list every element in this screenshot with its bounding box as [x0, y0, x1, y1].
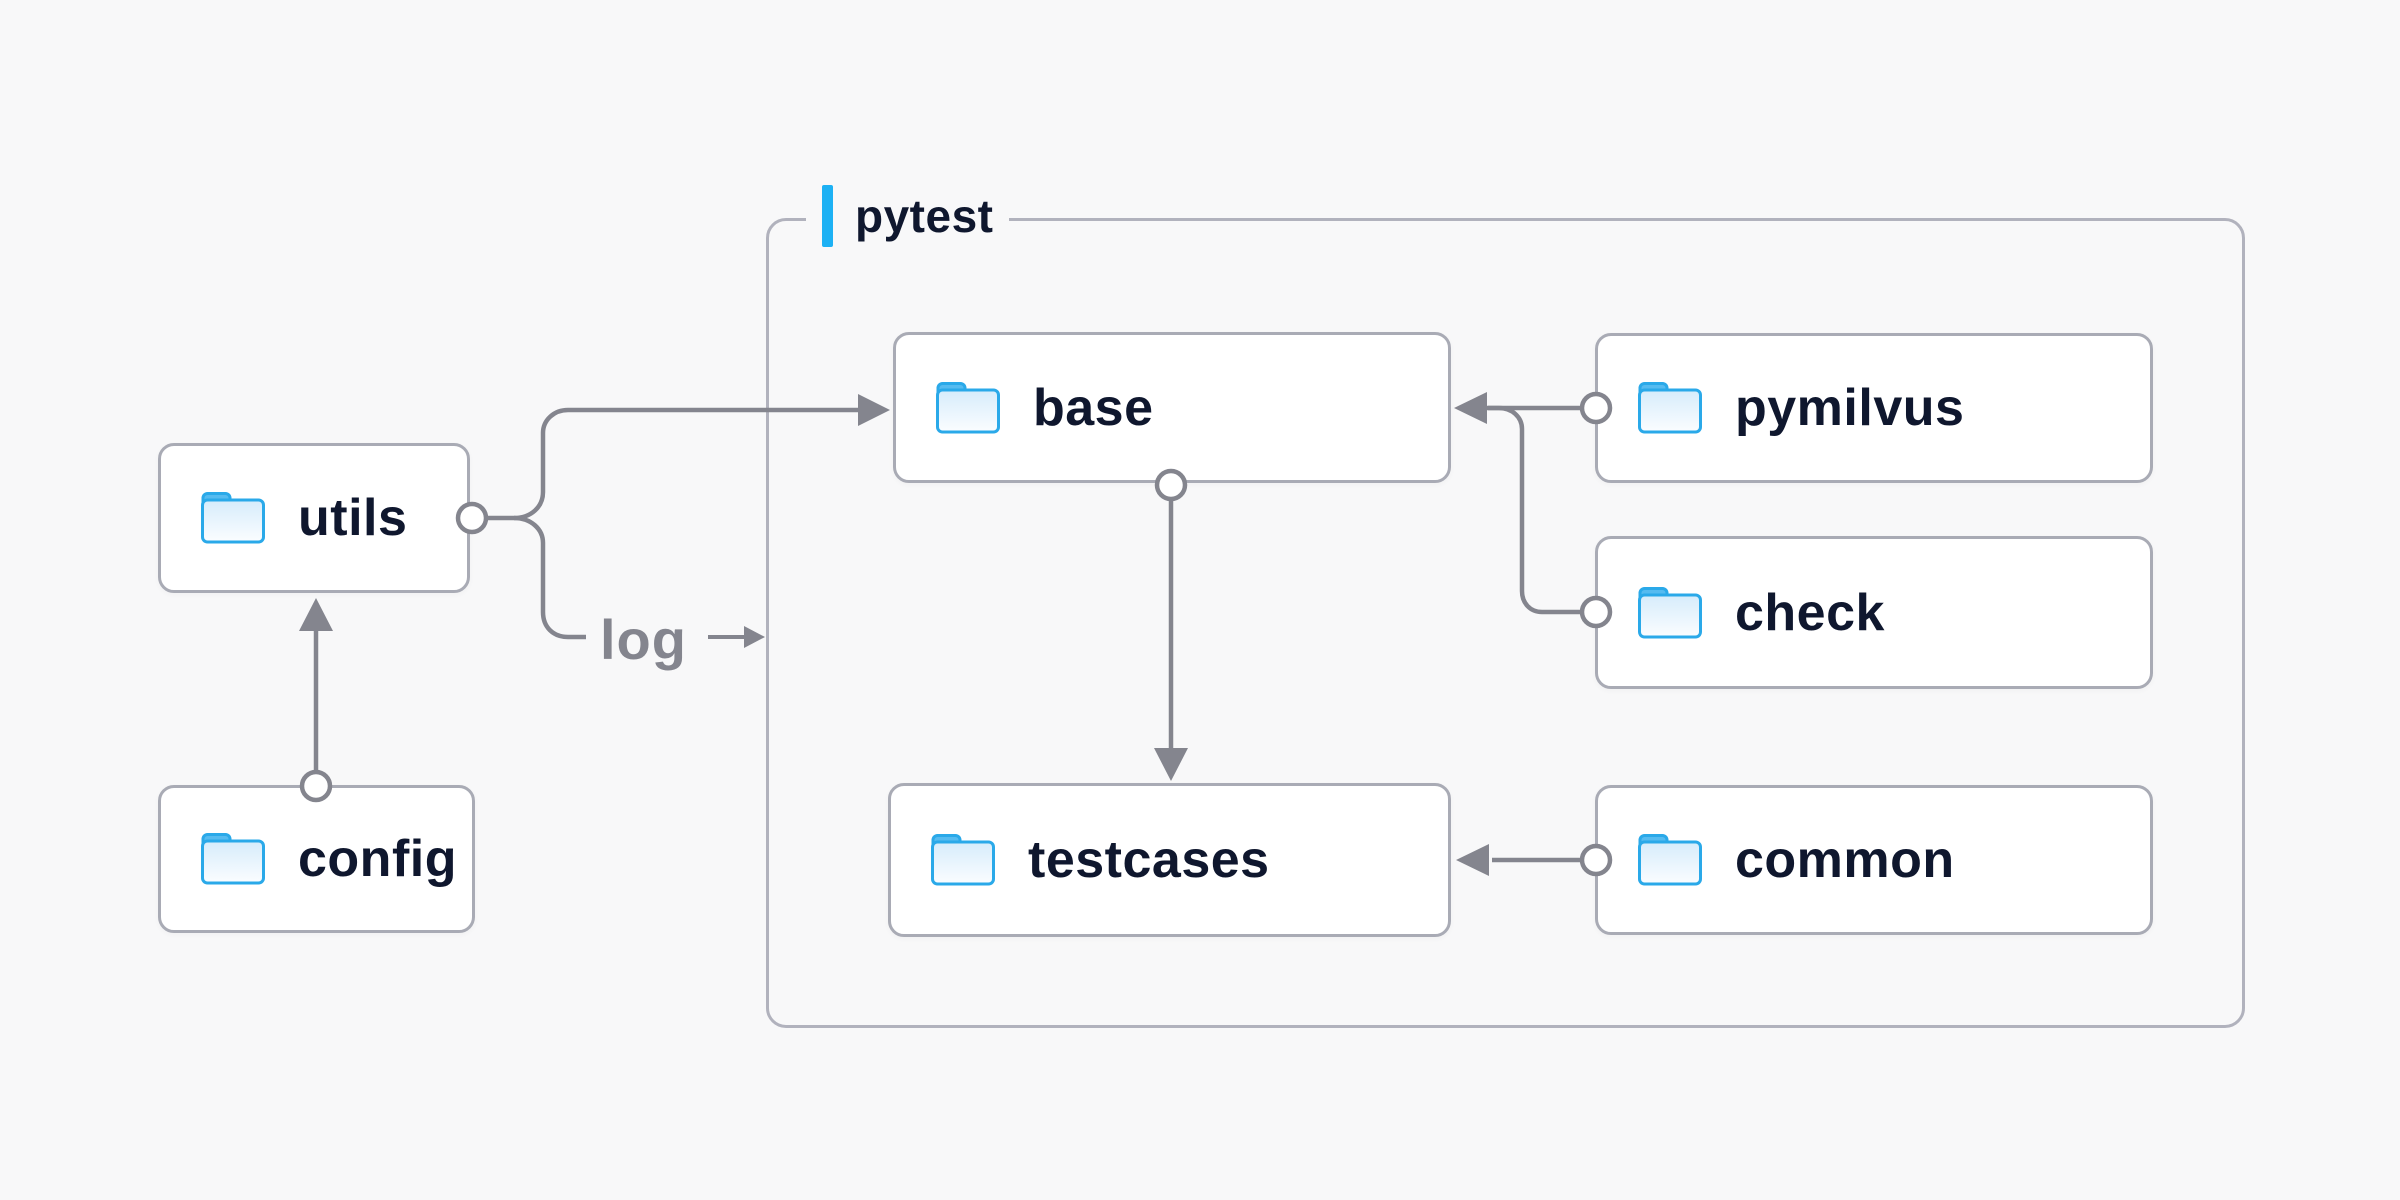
pytest-label: pytest — [806, 183, 1010, 249]
node-testcases: testcases — [888, 783, 1451, 937]
folder-icon — [936, 381, 1000, 433]
folder-icon — [201, 492, 265, 544]
node-config: config — [158, 785, 475, 933]
node-label: testcases — [1028, 831, 1270, 889]
folder-icon — [1638, 834, 1702, 886]
pytest-label-text: pytest — [855, 190, 994, 242]
node-pymilvus: pymilvus — [1595, 333, 2153, 483]
log-arrow-icon — [708, 626, 765, 648]
node-base: base — [893, 332, 1451, 483]
node-label: config — [298, 830, 457, 888]
folder-icon — [931, 834, 995, 886]
node-label: base — [1033, 378, 1154, 437]
folder-icon — [1638, 586, 1702, 638]
node-label: check — [1735, 583, 1885, 642]
node-label: pymilvus — [1735, 379, 1965, 437]
folder-icon — [1638, 382, 1702, 434]
pytest-group-box — [766, 218, 2245, 1028]
edge-label-log: log — [600, 608, 687, 671]
node-check: check — [1595, 536, 2153, 689]
node-label: utils — [298, 489, 408, 547]
folder-icon — [201, 833, 265, 885]
edge-config-utils — [299, 598, 333, 771]
node-label: common — [1735, 831, 1955, 889]
node-utils: utils — [158, 443, 470, 593]
node-common: common — [1595, 785, 2153, 935]
edge-utils-log — [513, 515, 586, 640]
accent-bar-icon — [822, 185, 833, 247]
